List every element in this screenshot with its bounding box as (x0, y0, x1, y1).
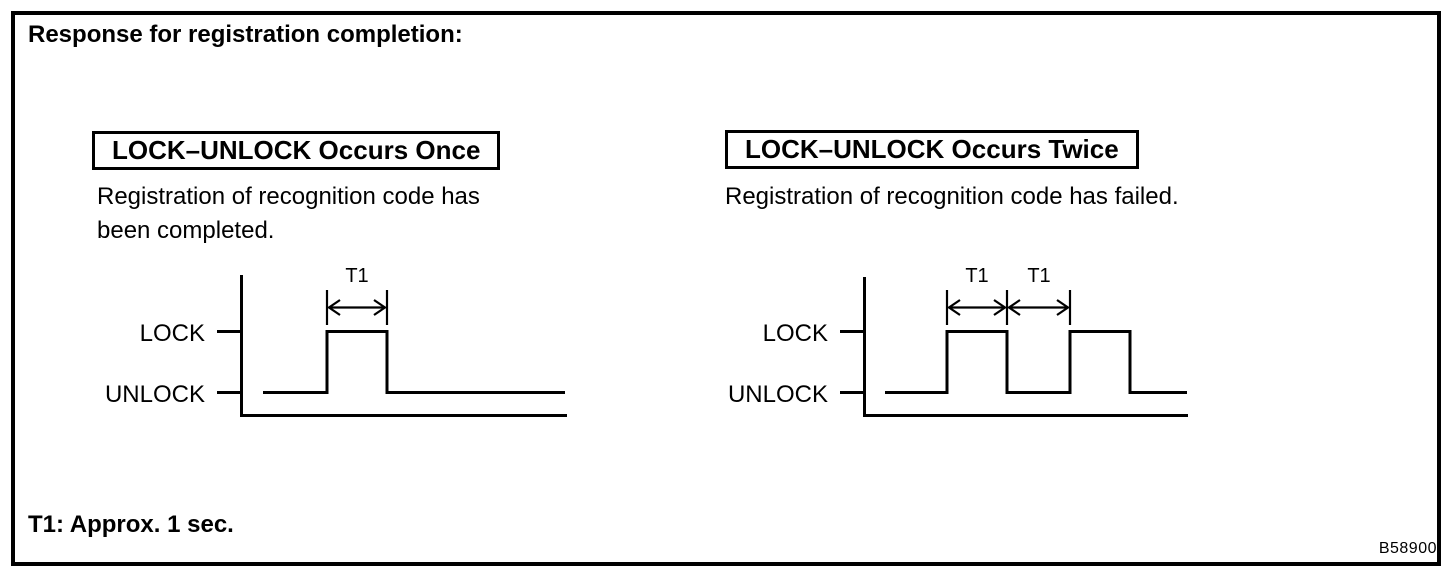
panel-heading: LOCK–UNLOCK Occurs Once (112, 135, 481, 165)
t1-interval-label: T1 (965, 265, 988, 287)
t1-interval-label: T1 (345, 265, 368, 287)
panel-description: Registration of recognition code has fai… (725, 180, 1179, 214)
lock-level-label: LOCK (763, 320, 828, 347)
description-line: Registration of recognition code has fai… (725, 183, 1179, 210)
waveform-line (263, 330, 565, 394)
arrowhead-left-icon (327, 299, 341, 316)
t1-interval-label: T1 (1027, 265, 1050, 287)
panel-heading: LOCK–UNLOCK Occurs Twice (745, 134, 1119, 164)
timing-diagram-once: T1 LOCK UNLOCK (105, 265, 567, 417)
unlock-level-label: UNLOCK (105, 381, 205, 408)
arrowhead-right-icon (373, 299, 387, 316)
waveform-line (885, 330, 1187, 394)
timing-diagram-twice: T1 T1 LOCK UNLOCK (728, 265, 1188, 417)
panel-heading-box: LOCK–UNLOCK Occurs Twice (725, 130, 1139, 169)
panel-heading-box: LOCK–UNLOCK Occurs Once (92, 131, 501, 170)
panel-description: Registration of recognition code has bee… (97, 180, 480, 248)
figure-title: Response for registration completion: (28, 21, 463, 48)
description-line: been completed. (97, 217, 275, 244)
figure-code: B58900 (1378, 540, 1437, 557)
figure-border (11, 11, 1441, 566)
arrowhead-right-icon (1056, 299, 1070, 316)
arrowhead-left-icon (1007, 299, 1021, 316)
arrowhead-left-icon (947, 299, 961, 316)
arrowhead-right-icon (993, 299, 1007, 316)
description-line: Registration of recognition code has (97, 183, 480, 210)
timing-footnote: T1: Approx. 1 sec. (28, 511, 234, 538)
unlock-level-label: UNLOCK (728, 381, 828, 408)
lock-level-label: LOCK (140, 320, 205, 347)
